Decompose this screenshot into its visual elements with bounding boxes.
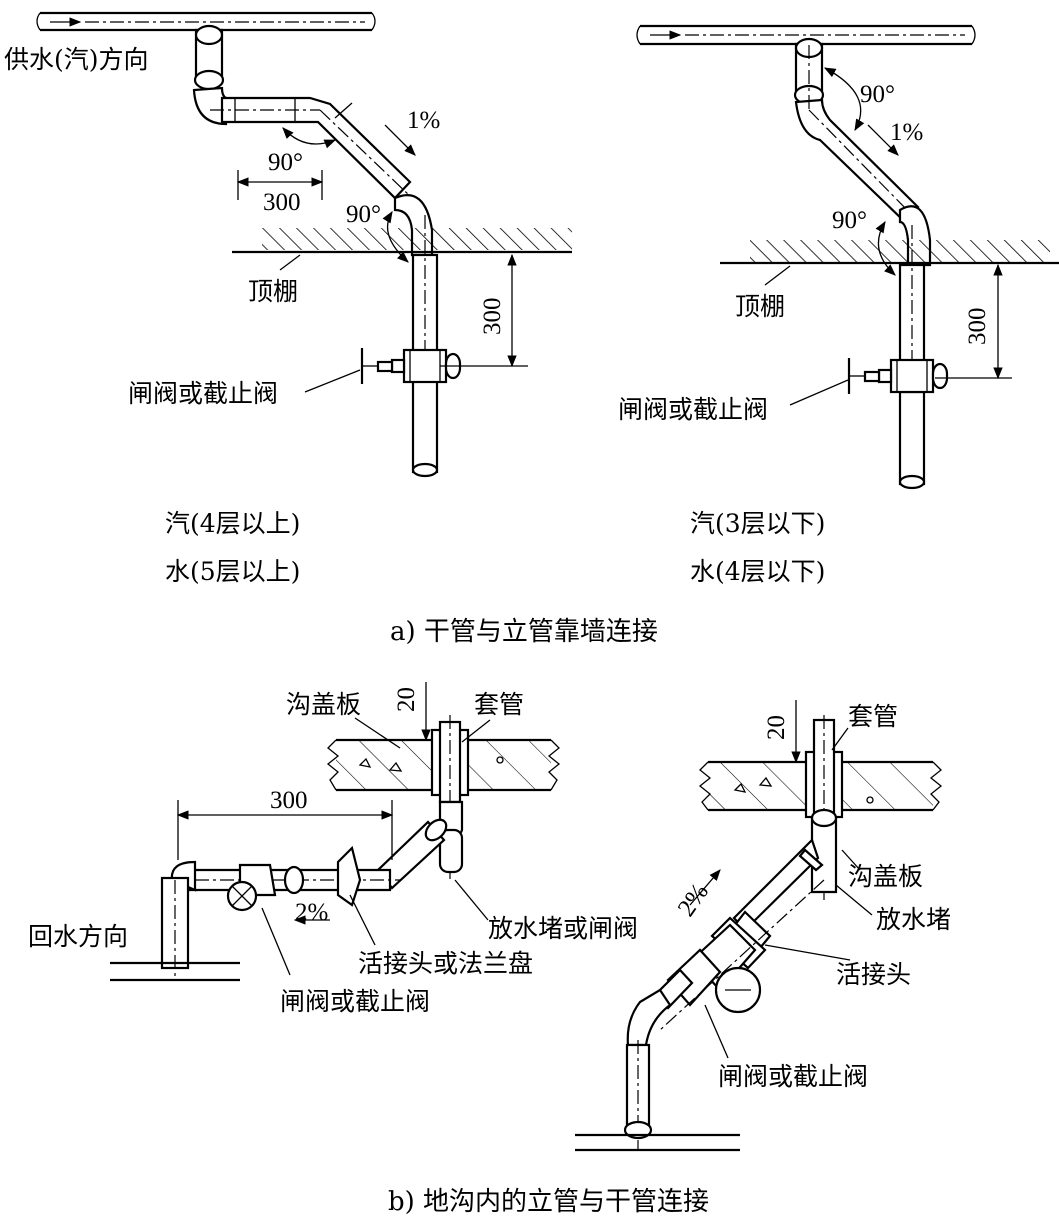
angle-upper-label-right: 90°	[860, 81, 895, 108]
drain-label: 放水堵或闸阀	[488, 914, 638, 943]
angled-fittings-right	[575, 879, 825, 1152]
dimension-cover-label-right: 20	[763, 715, 790, 740]
valve-label: 闸阀或截止阀	[128, 379, 278, 408]
ceiling-label: 顶棚	[248, 277, 298, 306]
angle-lower-label: 90°	[346, 201, 381, 228]
dimension-horizontal-b	[176, 800, 394, 860]
angle-lower-label-right: 90°	[832, 207, 867, 234]
panel-a-right: 90° 1% 90° 顶棚 300 闸阀或截止阀 汽(3层以下) 水(4层以下)	[618, 24, 1059, 586]
return-direction-label: 回水方向	[28, 922, 128, 951]
dimension-horizontal-b-label: 300	[270, 787, 308, 814]
angle-upper-label: 90°	[268, 149, 303, 176]
offset-pipe	[210, 96, 412, 200]
dimension-cover-label: 20	[393, 687, 420, 712]
angle-arc-upper	[282, 127, 337, 149]
panel-b-left: 沟盖板 20 套管 300 回水方向 2% 放水堵或闸阀 活接头或法兰盘 闸阀或…	[28, 682, 638, 1016]
dimension-vertical-label: 300	[479, 298, 506, 336]
slope-label: 1%	[407, 107, 440, 134]
drain-label-right: 放水堵	[876, 905, 951, 934]
caption-b: b) 地沟内的立管与干管连接	[388, 1187, 709, 1217]
slope-arrow-b-right	[689, 869, 721, 906]
angle-arc-upper-right	[823, 67, 865, 132]
dimension-horizontal-label: 300	[263, 189, 301, 216]
union-label-right: 活接头	[836, 960, 911, 989]
sleeve-label: 套管	[474, 690, 524, 719]
branch-riser-top	[192, 24, 228, 126]
slope-label-right: 1%	[890, 119, 923, 146]
ceiling-line	[232, 228, 572, 254]
angle-arc-lower	[382, 211, 409, 263]
slope-arrow	[384, 124, 416, 156]
valve-label-b-right: 闸阀或截止阀	[718, 1062, 868, 1091]
note-steam: 汽(4层以上)	[165, 509, 300, 538]
riser-pipe	[393, 193, 439, 478]
note-water: 水(5层以上)	[165, 557, 300, 586]
trench-cover-label-right: 沟盖板	[848, 862, 923, 891]
slope-arrow-right	[867, 124, 899, 156]
dimension-vertical-right	[935, 263, 1012, 380]
panel-b-right: 20 套管 沟盖板 2% 放水堵 活接头 闸阀或截止阀	[575, 700, 951, 1152]
slope-label-b: 2%	[295, 899, 328, 926]
dimension-horizontal	[236, 170, 324, 200]
dimension-vertical-label-right: 300	[964, 308, 991, 346]
caption-a: a) 干管与立管靠墙连接	[390, 617, 658, 647]
gate-valve-icon-right	[847, 358, 949, 394]
note-water-right: 水(4层以下)	[690, 557, 825, 586]
sleeve-and-riser	[376, 715, 470, 890]
valve-label-b: 闸阀或截止阀	[280, 987, 430, 1016]
angle-arc-lower-right	[875, 220, 896, 276]
valve-label-right: 闸阀或截止阀	[618, 395, 768, 424]
ceiling-label-right: 顶棚	[735, 292, 785, 321]
return-horizontal-pipe	[110, 845, 400, 982]
panel-a-left: 供水(汽)方向 1% 90° 300 90° 顶棚 300 闸阀或截止阀 汽(4…	[4, 11, 572, 586]
sleeve-label-right: 套管	[848, 702, 898, 731]
sleeve-and-riser-right	[732, 715, 844, 932]
dimension-vertical	[440, 253, 528, 368]
union-label: 活接头或法兰盘	[358, 949, 533, 978]
supply-direction-label: 供水(汽)方向	[4, 45, 149, 74]
ceiling-line-right	[720, 240, 1059, 265]
trench-cover-label: 沟盖板	[286, 690, 361, 719]
note-steam-right: 汽(3层以下)	[690, 509, 825, 538]
